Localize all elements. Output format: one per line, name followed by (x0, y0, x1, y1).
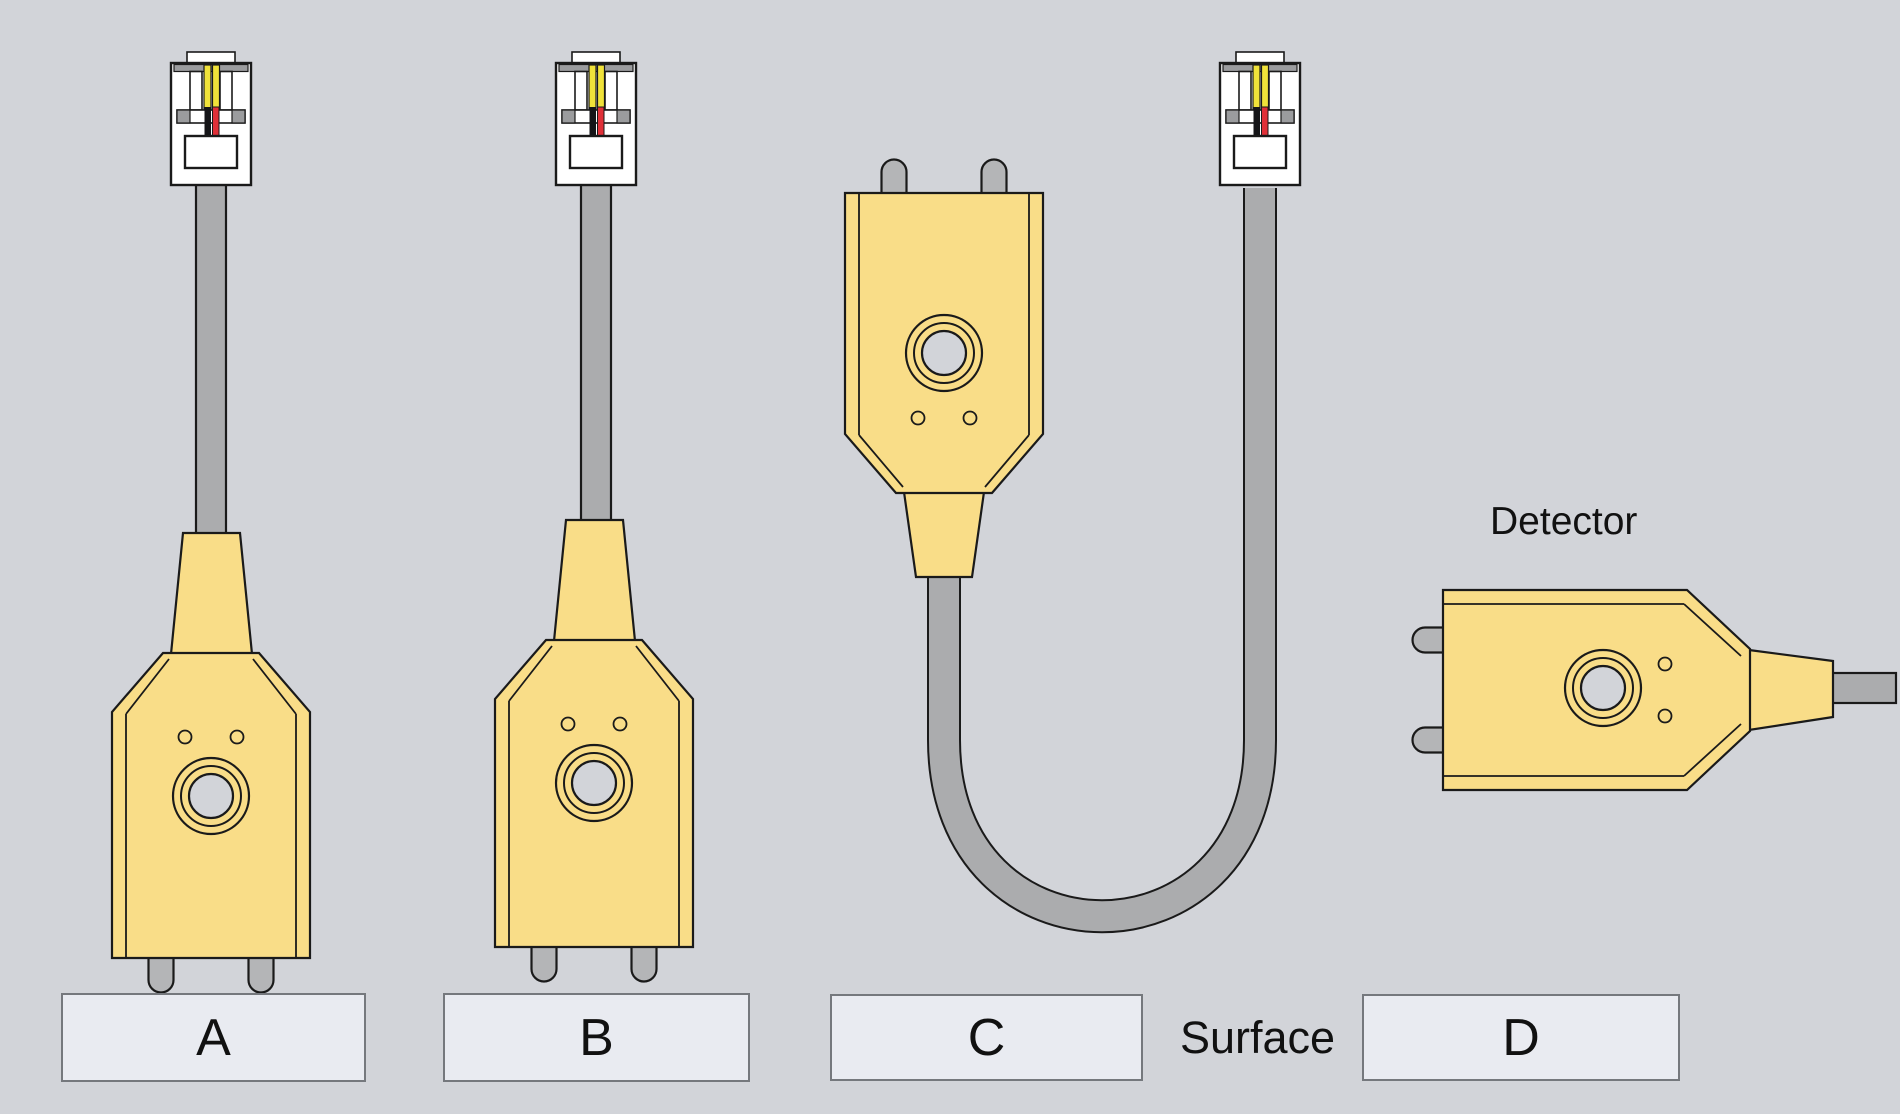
option-label-box-a: A (61, 993, 366, 1082)
option-label-a: A (196, 1008, 231, 1067)
indicator-dot (229, 729, 245, 745)
test-prong (247, 955, 275, 994)
device-c (843, 50, 1302, 934)
cable (1826, 671, 1898, 705)
indicator-dot (962, 410, 978, 426)
strain-relief (1747, 648, 1835, 732)
test-prong (1411, 626, 1447, 654)
test-prong (630, 944, 658, 983)
cable (194, 181, 228, 540)
option-label-d: D (1502, 1008, 1540, 1067)
rj11-plug-icon (1218, 50, 1302, 187)
test-prong (147, 955, 175, 994)
indicator-hole-center (570, 759, 618, 807)
surface-annotation: Surface (1180, 1012, 1336, 1063)
indicator-hole-ring (180, 765, 242, 827)
device-a (110, 50, 312, 994)
option-label-box-c: C (830, 994, 1143, 1081)
indicator-dot (560, 716, 576, 732)
strain-relief (169, 531, 254, 656)
indicator-hole-ring (563, 752, 625, 814)
test-prong (530, 944, 558, 983)
option-label-box-d: D (1362, 994, 1680, 1081)
strain-relief (552, 518, 637, 643)
body-bevel-lines (858, 194, 1030, 488)
option-label-c: C (967, 1008, 1006, 1067)
test-prong (880, 158, 908, 196)
cable (929, 188, 1275, 932)
indicator-hole-ring (913, 322, 975, 384)
indicator-dot (612, 716, 628, 732)
body-bevel-lines (1444, 603, 1742, 777)
strain-relief (902, 490, 986, 579)
indicator-hole-center (920, 329, 968, 377)
indicator-hole-center (187, 772, 235, 820)
rj11-plug-icon (169, 50, 253, 187)
indicator-dot (910, 410, 926, 426)
body-bevel-lines (125, 658, 297, 957)
indicator-dot (177, 729, 193, 745)
test-prong (1411, 726, 1447, 754)
device-d (1411, 588, 1898, 792)
cable (579, 181, 613, 527)
option-label-box-b: B (443, 993, 750, 1082)
device-b (493, 50, 695, 983)
indicator-hole-center (1579, 664, 1627, 712)
detector-annotation: Detector (1490, 500, 1638, 543)
body-bevel-lines (508, 645, 680, 946)
indicator-hole-ring (1572, 657, 1634, 719)
option-label-b: B (579, 1008, 614, 1067)
indicator-dot (1657, 656, 1673, 672)
rj11-plug-icon (554, 50, 638, 187)
test-prong (980, 158, 1008, 196)
indicator-dot (1657, 708, 1673, 724)
